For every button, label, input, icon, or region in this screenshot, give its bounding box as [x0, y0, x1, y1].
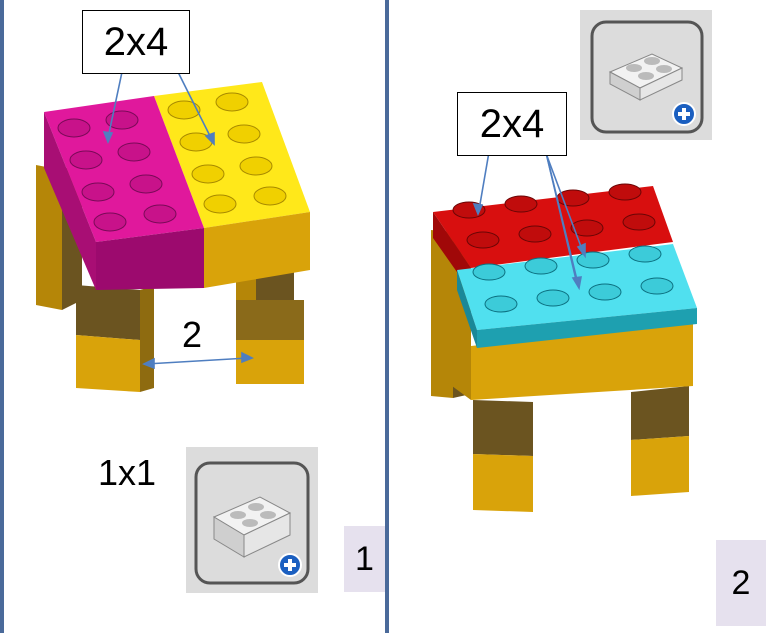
step-1-panel: 2x4 2 1x1 1 [0, 0, 389, 633]
add-brick-icon[interactable] [186, 447, 318, 593]
annotation-arrows [472, 139, 586, 291]
leg-front-left [76, 285, 154, 392]
leg-front-right [236, 300, 304, 384]
cyan-studs [472, 245, 674, 313]
step-1-model [36, 59, 310, 392]
step-2-panel: 2x4 2 [393, 0, 769, 633]
cyan-2x4-brick [457, 244, 697, 348]
leg-size-label: 1x1 [98, 452, 157, 493]
yellow-studs [167, 92, 287, 214]
step-number: 1 [344, 526, 385, 592]
red-studs [452, 183, 656, 249]
brick-size-label: 2x4 [457, 92, 567, 156]
step-number: 2 [716, 540, 766, 626]
add-plate-icon[interactable] [580, 10, 712, 140]
leg-front-left [473, 400, 533, 512]
magenta-studs [57, 110, 177, 232]
leg-front-right [631, 386, 689, 496]
brick-size-label: 2x4 [82, 10, 190, 74]
spacing-label: 2 [182, 314, 203, 355]
step-2-model [431, 139, 697, 512]
